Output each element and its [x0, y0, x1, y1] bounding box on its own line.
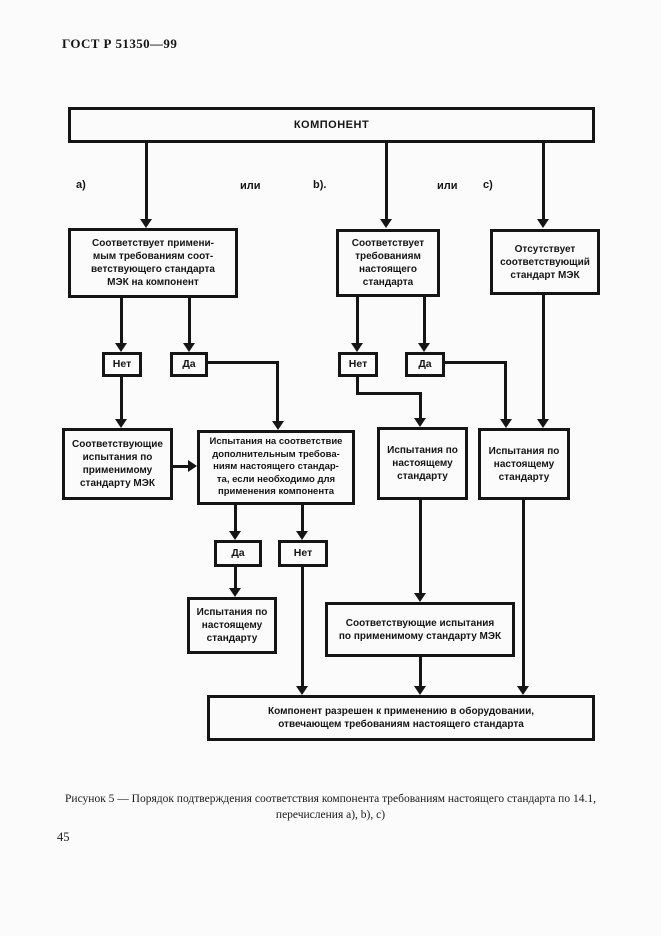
- connector-root-b: [385, 143, 388, 219]
- connector-root-a: [145, 143, 148, 219]
- arrowhead-down: [418, 343, 430, 352]
- page-header: ГОСТ Р 51350—99: [62, 36, 178, 51]
- connector-noB-v1: [356, 377, 359, 395]
- connector-yesB-h: [445, 361, 507, 364]
- arrowhead-down: [414, 593, 426, 602]
- box-std-tests-c: Испытания по настоящему стандарту: [478, 428, 570, 500]
- arrowhead-down: [537, 219, 549, 228]
- box-std-tests-additional: Испытания по настоящему стандарту: [187, 597, 277, 654]
- branch-label-a: a): [76, 179, 86, 191]
- arrowhead-down: [414, 686, 426, 695]
- connector-b-yes: [423, 297, 426, 343]
- branch-or-label-2: или: [437, 180, 458, 192]
- connector-noA-iec: [120, 377, 123, 419]
- branch-label-c: c): [483, 179, 493, 191]
- connector-add-yes: [234, 505, 237, 531]
- arrowhead-down: [229, 588, 241, 597]
- decision-no-additional: Нет: [278, 540, 328, 567]
- connector-root-c: [542, 143, 545, 219]
- arrowhead-down: [296, 531, 308, 540]
- box-c-check: Отсутствует соответствующий стандарт МЭК: [490, 229, 600, 295]
- arrowhead-down: [414, 418, 426, 427]
- connector-b-no: [356, 297, 359, 343]
- connector-iec-add-h: [173, 465, 189, 468]
- decision-yes-b: Да: [405, 352, 445, 377]
- connector-yesB-v: [504, 361, 507, 419]
- connector-noAdd-v: [301, 567, 304, 686]
- decision-yes-a: Да: [170, 352, 208, 377]
- connector-noB-h: [356, 392, 422, 395]
- arrowhead-down: [296, 686, 308, 695]
- branch-label-b: b).: [313, 179, 327, 191]
- page-number: 45: [57, 830, 70, 844]
- connector-a-yes: [188, 298, 191, 343]
- arrowhead-down: [500, 419, 512, 428]
- arrowhead-down: [380, 219, 392, 228]
- figure-caption: Рисунок 5 — Порядок подтверждения соотве…: [30, 792, 631, 823]
- box-komponent: КОМПОНЕНТ: [68, 107, 595, 143]
- box-std-tests-b: Испытания по настоящему стандарту: [377, 427, 468, 500]
- arrowhead-down: [517, 686, 529, 695]
- box-iec-tests-wide: Соответствующие испытания по применимому…: [325, 602, 515, 657]
- box-iec-tests: Соответствующие испытания по применимому…: [62, 428, 173, 500]
- connector-noB-v2: [419, 392, 422, 418]
- connector-stdC-final: [522, 500, 525, 686]
- connector-c-v: [542, 295, 545, 419]
- connector-yesA-h: [208, 361, 279, 364]
- figure-caption-line1: Рисунок 5 — Порядок подтверждения соотве…: [65, 793, 596, 805]
- arrowhead-down: [229, 531, 241, 540]
- box-final: Компонент разрешен к применению в оборуд…: [207, 695, 595, 741]
- decision-no-b: Нет: [338, 352, 378, 377]
- arrowhead-down: [351, 343, 363, 352]
- arrowhead-down: [183, 343, 195, 352]
- arrowhead-down: [272, 421, 284, 430]
- connector-iecWide-final: [419, 657, 422, 686]
- arrowhead-down: [537, 419, 549, 428]
- box-a-check: Соответствует примени- мым требованиям с…: [68, 228, 238, 298]
- connector-yesAdd-v: [234, 567, 237, 588]
- branch-or-label-1: или: [240, 180, 261, 192]
- connector-a-no: [120, 298, 123, 343]
- arrowhead-down: [115, 343, 127, 352]
- arrowhead-down: [140, 219, 152, 228]
- connector-add-no: [301, 505, 304, 531]
- decision-yes-additional: Да: [214, 540, 262, 567]
- figure-caption-line2: перечисления a), b), c): [275, 808, 386, 821]
- arrowhead-right: [188, 460, 197, 472]
- box-b-check: Соответствует требованиям настоящего ста…: [336, 229, 440, 297]
- arrowhead-down: [115, 419, 127, 428]
- box-additional-tests: Испытания на соответствие дополнительным…: [197, 430, 355, 505]
- connector-stdB-iecWide: [419, 500, 422, 593]
- decision-no-a: Нет: [102, 352, 142, 377]
- connector-yesA-v: [276, 361, 279, 421]
